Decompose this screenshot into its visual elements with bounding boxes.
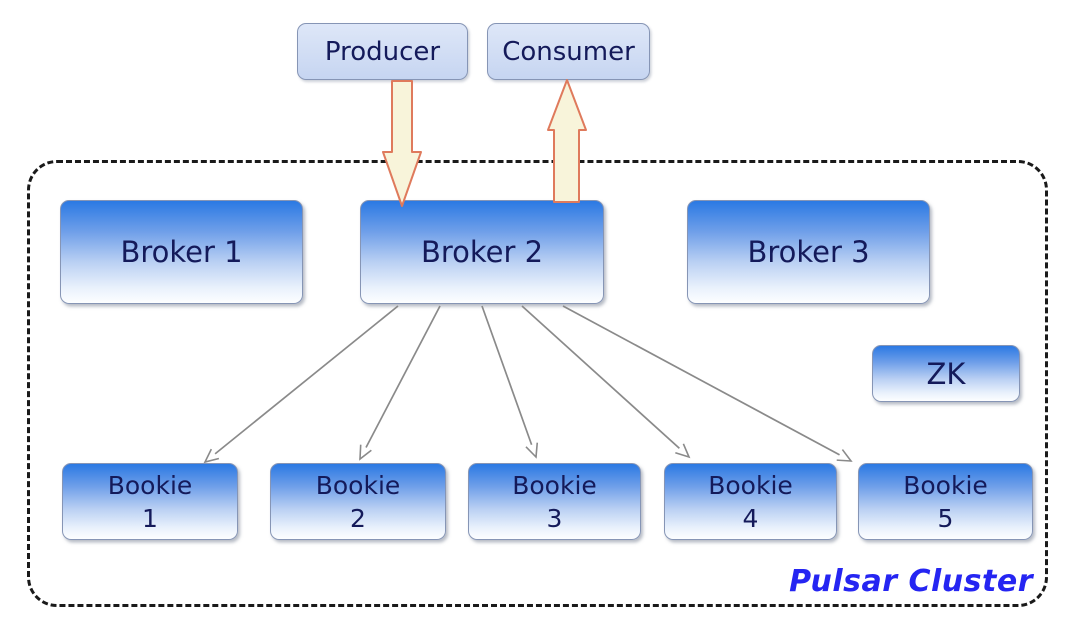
- bookie-3-node: Bookie 3: [468, 463, 641, 540]
- producer-node: Producer: [297, 23, 468, 80]
- broker-3-node: Broker 3: [687, 200, 930, 304]
- bookie-1-name: Bookie: [107, 470, 193, 500]
- broker-1-node: Broker 1: [60, 200, 303, 304]
- bookie-4-node: Bookie 4: [664, 463, 837, 540]
- broker-1-label: Broker 1: [120, 235, 243, 269]
- broker-2-label: Broker 2: [420, 235, 544, 269]
- bookie-2-number: 2: [350, 503, 366, 533]
- zookeeper-node: ZK: [872, 345, 1020, 402]
- bookie-5-number: 5: [937, 503, 954, 533]
- bookie-2-node: Bookie 2: [270, 463, 446, 540]
- consumer-label: Consumer: [502, 36, 635, 67]
- cluster-title: Pulsar Cluster: [789, 564, 1033, 599]
- bookie-3-number: 3: [546, 503, 563, 533]
- bookie-1-number: 1: [142, 503, 158, 533]
- zookeeper-label: ZK: [926, 356, 966, 391]
- bookie-4-number: 4: [742, 503, 759, 533]
- producer-label: Producer: [324, 36, 441, 67]
- cluster-boundary: [27, 160, 1048, 607]
- broker-2-node: Broker 2: [360, 200, 604, 304]
- consumer-node: Consumer: [487, 23, 650, 80]
- bookie-2-name: Bookie: [315, 470, 401, 500]
- bookie-3-name: Bookie: [512, 470, 597, 500]
- bookie-5-node: Bookie 5: [858, 463, 1033, 540]
- bookie-5-name: Bookie: [903, 470, 988, 500]
- broker-3-label: Broker 3: [747, 235, 870, 269]
- bookie-4-name: Bookie: [708, 470, 793, 500]
- bookie-1-node: Bookie 1: [62, 463, 238, 540]
